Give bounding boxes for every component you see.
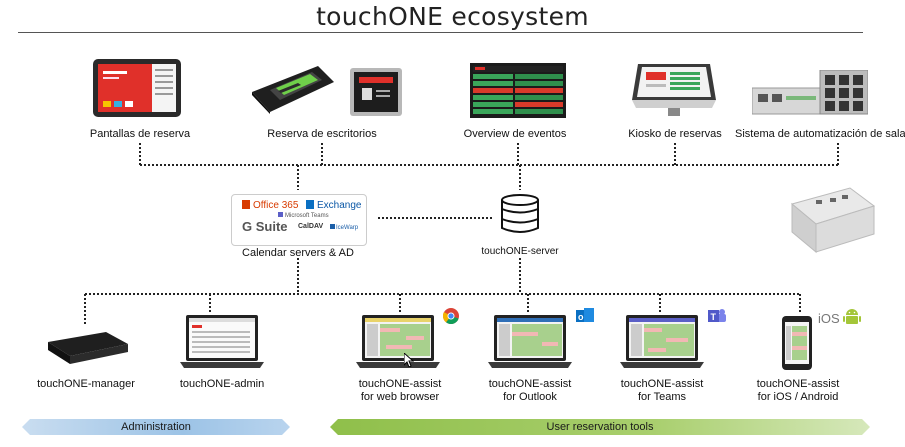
exchange-icon	[306, 200, 314, 209]
teams-laptop-image	[620, 315, 704, 369]
client-label-admin: touchONE-admin	[179, 378, 265, 390]
title-divider	[18, 32, 863, 33]
diagram-title: touchONE ecosystem	[316, 2, 589, 31]
event-overview-screen-image	[470, 63, 566, 118]
client-label-outlook-line2: for Outlook	[503, 391, 557, 403]
device-label-booking-panels: Pantallas de reserva	[89, 128, 191, 140]
calendar-servers-logos: Office 365 Exchange Microsoft Teams G Su…	[231, 194, 367, 246]
client-label-outlook-line1: touchONE-assist	[488, 378, 572, 390]
office365-logo: Office 365	[242, 200, 298, 211]
server-label: touchONE-server	[481, 246, 559, 257]
client-label-web-line2: for web browser	[360, 391, 440, 403]
device-label-event-overview: Overview de eventos	[463, 128, 567, 140]
admin-laptop-image	[180, 315, 264, 369]
device-label-booking-kiosk: Kiosko de reservas	[628, 128, 722, 140]
caldav-logo: CalDAV	[298, 223, 324, 230]
client-label-manager: touchONE-manager	[37, 378, 135, 390]
web-laptop-image	[356, 315, 440, 369]
outlook-icon: o	[576, 308, 594, 324]
outlook-laptop-image	[488, 315, 572, 369]
user-reservation-tools-bar: User reservation tools	[330, 419, 870, 435]
client-label-web-line1: touchONE-assist	[358, 378, 442, 390]
smartphone-image	[782, 316, 812, 370]
desk-reservation-device-image	[248, 62, 336, 114]
client-label-teams: touchONE-assist for Teams	[602, 378, 722, 404]
booking-panel-image	[93, 59, 181, 117]
room-automation-image	[751, 69, 869, 116]
teams-icon: T	[708, 308, 726, 324]
device-label-room-automation: Sistema de automatización de sala	[735, 128, 905, 140]
android-icon	[842, 307, 862, 327]
gsuite-logo: G Suite	[242, 219, 288, 234]
icewarp-logo: IceWarp	[330, 224, 358, 231]
hardware-unit-image	[786, 182, 878, 262]
booking-kiosk-image	[632, 62, 716, 118]
svg-text:o: o	[578, 312, 584, 322]
svg-text:T: T	[711, 312, 717, 322]
client-label-mobile-line2: for iOS / Android	[757, 391, 839, 403]
office365-icon	[242, 200, 250, 209]
desk-reservation-panel-image	[350, 68, 402, 116]
icewarp-icon	[330, 224, 335, 229]
chrome-icon	[442, 308, 459, 325]
ios-text: iOS	[818, 311, 840, 326]
client-label-web: touchONE-assist for web browser	[338, 378, 462, 404]
device-label-desk-reservation: Reserva de escritorios	[267, 128, 377, 140]
exchange-logo: Exchange	[306, 200, 361, 211]
teams-logo: Microsoft Teams	[278, 212, 329, 219]
manager-box-image	[44, 330, 130, 368]
client-label-mobile-line1: touchONE-assist	[756, 378, 840, 390]
teams-icon	[278, 212, 283, 217]
client-label-mobile: touchONE-assist for iOS / Android	[735, 378, 861, 404]
database-icon	[500, 192, 540, 236]
client-label-outlook: touchONE-assist for Outlook	[470, 378, 590, 404]
client-label-teams-line1: touchONE-assist	[620, 378, 704, 390]
calendar-servers-label: Calendar servers & AD	[242, 247, 354, 259]
client-label-teams-line2: for Teams	[637, 391, 687, 403]
administration-bar: Administration	[22, 419, 290, 435]
cursor-icon	[403, 351, 415, 368]
